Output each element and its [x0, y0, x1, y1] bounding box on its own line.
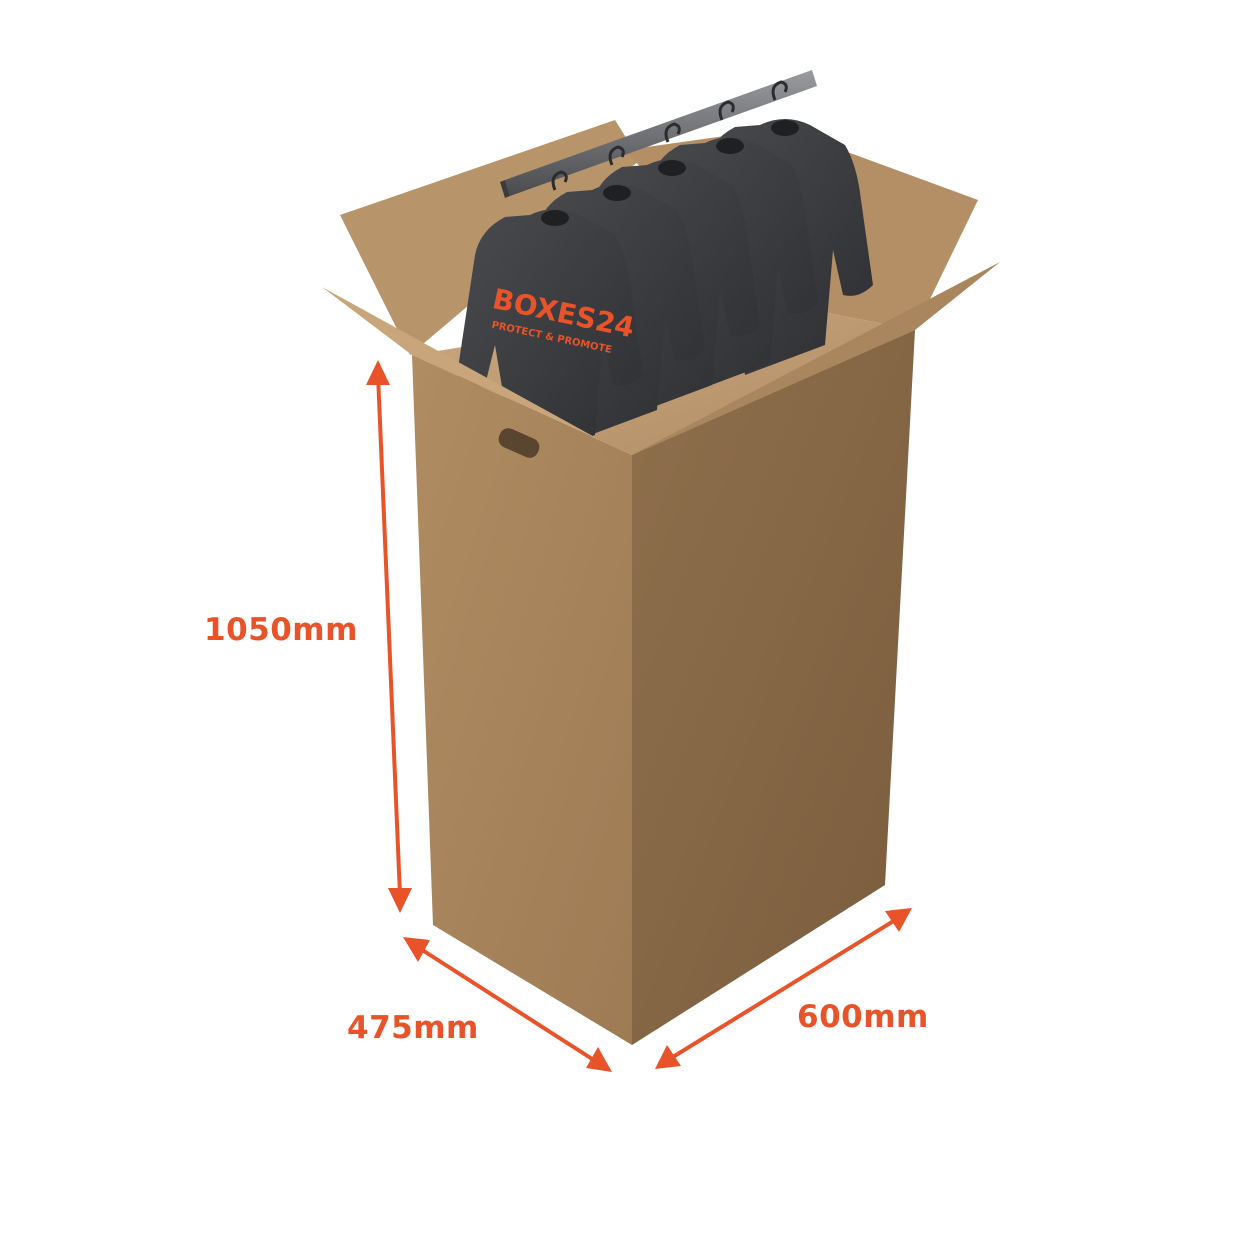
dimension-arrows [366, 360, 912, 1072]
height-dimension-label: 1050mm [204, 612, 358, 648]
depth-dimension-label: 475mm [347, 1010, 479, 1046]
width-arrow-head-right [885, 908, 912, 932]
width-arrow [666, 915, 902, 1062]
front-right-flap [632, 262, 1000, 455]
height-arrow-head-top [366, 360, 390, 385]
handle-hole [498, 428, 540, 458]
height-arrow [376, 374, 402, 896]
width-arrow-head-left [655, 1045, 681, 1069]
box-front-flaps [322, 262, 1000, 455]
cardboard-box [412, 330, 915, 1045]
box-front-face [412, 355, 632, 1045]
hanging-rail [500, 70, 817, 198]
box-side-face [632, 330, 915, 1045]
depth-arrow-head-left [403, 937, 430, 962]
height-arrow-head-bottom [388, 888, 412, 913]
depth-arrow [414, 944, 602, 1066]
hangers [551, 80, 788, 191]
shirt-front [457, 209, 643, 465]
width-dimension-label: 600mm [797, 999, 929, 1035]
hanging-shirts: BOXES24 PROTECT & PROMOTE [457, 80, 873, 465]
depth-arrow-head-right [586, 1047, 612, 1072]
